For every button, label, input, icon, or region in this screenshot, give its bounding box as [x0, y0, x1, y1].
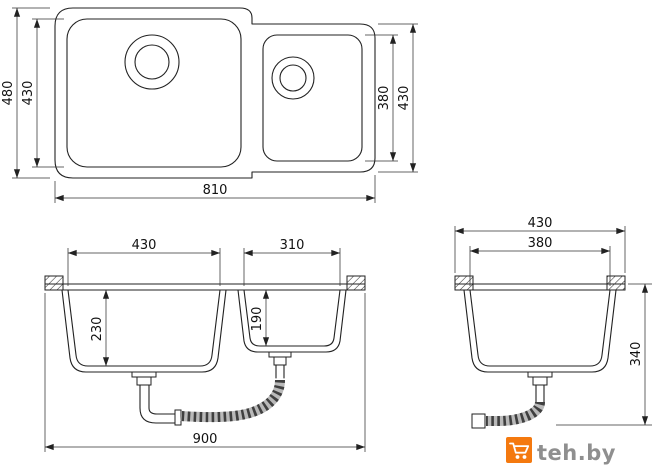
dimension-label: 380 — [377, 86, 392, 111]
left-drain-nut — [136, 376, 152, 386]
drain-plumbing-front — [131, 351, 292, 426]
left-drain-inner-circle-icon — [134, 44, 170, 80]
watermark-logo-square — [506, 437, 532, 463]
trap-elbow-outer — [139, 407, 178, 424]
trap-elbow-inner — [148, 407, 178, 415]
dim-overall-width-430: 430 — [454, 216, 626, 273]
left-drain-flange — [131, 371, 157, 378]
side-section-view — [454, 275, 626, 429]
top-view-dimensions: 480 430 380 430 810 — [1, 7, 418, 203]
right-bowl-inner-wall — [243, 289, 341, 347]
right-drain-inner-circle-icon — [279, 64, 307, 92]
dimension-label: 430 — [132, 238, 157, 253]
bowl-inner-wall — [469, 289, 611, 367]
watermark-text: teh.by — [537, 441, 616, 465]
dim-left-bowl-height-430: 430 — [21, 18, 64, 168]
bowl-outer-wall — [463, 289, 617, 373]
dim-right-bowl-height-380: 380 — [365, 34, 398, 162]
drain-plumbing-side — [471, 371, 553, 429]
top-view — [54, 7, 376, 179]
dimension-label: 900 — [193, 432, 218, 447]
left-bowl-inner-wall — [67, 289, 221, 367]
corrugated-pipe-ribs — [180, 379, 285, 423]
dim-right-bowl-depth-190: 190 — [250, 289, 270, 347]
countertop-left-block — [44, 275, 64, 291]
dim-left-bowl-width-430: 430 — [67, 238, 221, 286]
dimension-label: 430 — [21, 81, 36, 106]
drain-nut — [532, 376, 548, 386]
right-bowl-inner-edge — [262, 34, 363, 162]
side-view-dimensions: 430 380 340 — [454, 216, 652, 426]
outlet-coupling — [471, 413, 486, 429]
right-drain-nut — [273, 356, 287, 366]
dim-left-bowl-depth-230: 230 — [90, 289, 110, 367]
dimension-label: 810 — [203, 183, 228, 198]
shopping-cart-icon — [509, 442, 530, 459]
dimension-label: 430 — [528, 216, 553, 231]
dimension-label: 190 — [250, 307, 265, 332]
dim-overall-width-900: 900 — [44, 293, 366, 452]
drain-flange — [527, 371, 553, 378]
dim-bowl-width-380: 380 — [469, 236, 611, 286]
dimension-label: 310 — [280, 238, 305, 253]
corrugated-pipe-ribs — [486, 400, 545, 426]
dim-overall-height-480: 480 — [1, 7, 50, 179]
dimension-label: 430 — [397, 86, 412, 111]
left-bowl-inner-edge — [66, 18, 242, 168]
left-bowl-outer-wall — [61, 289, 227, 373]
dimension-label: 230 — [90, 317, 105, 342]
dim-overall-depth-340: 340 — [556, 283, 652, 426]
dim-right-section-height-430: 430 — [378, 23, 418, 173]
dim-right-bowl-width-310: 310 — [243, 238, 341, 286]
dimension-label: 340 — [629, 342, 644, 367]
right-bowl-outer-wall — [237, 289, 347, 353]
watermark-logo: teh.by — [506, 437, 616, 465]
right-drain-flange — [268, 351, 292, 358]
trap-coupling — [174, 409, 182, 426]
dimension-label: 380 — [528, 236, 553, 251]
dim-overall-width-810: 810 — [54, 175, 376, 203]
front-view-dimensions: 430 310 230 190 900 — [44, 238, 366, 452]
front-section-view — [44, 275, 366, 426]
countertop-right-block — [346, 275, 366, 291]
dimension-label: 480 — [1, 81, 16, 106]
